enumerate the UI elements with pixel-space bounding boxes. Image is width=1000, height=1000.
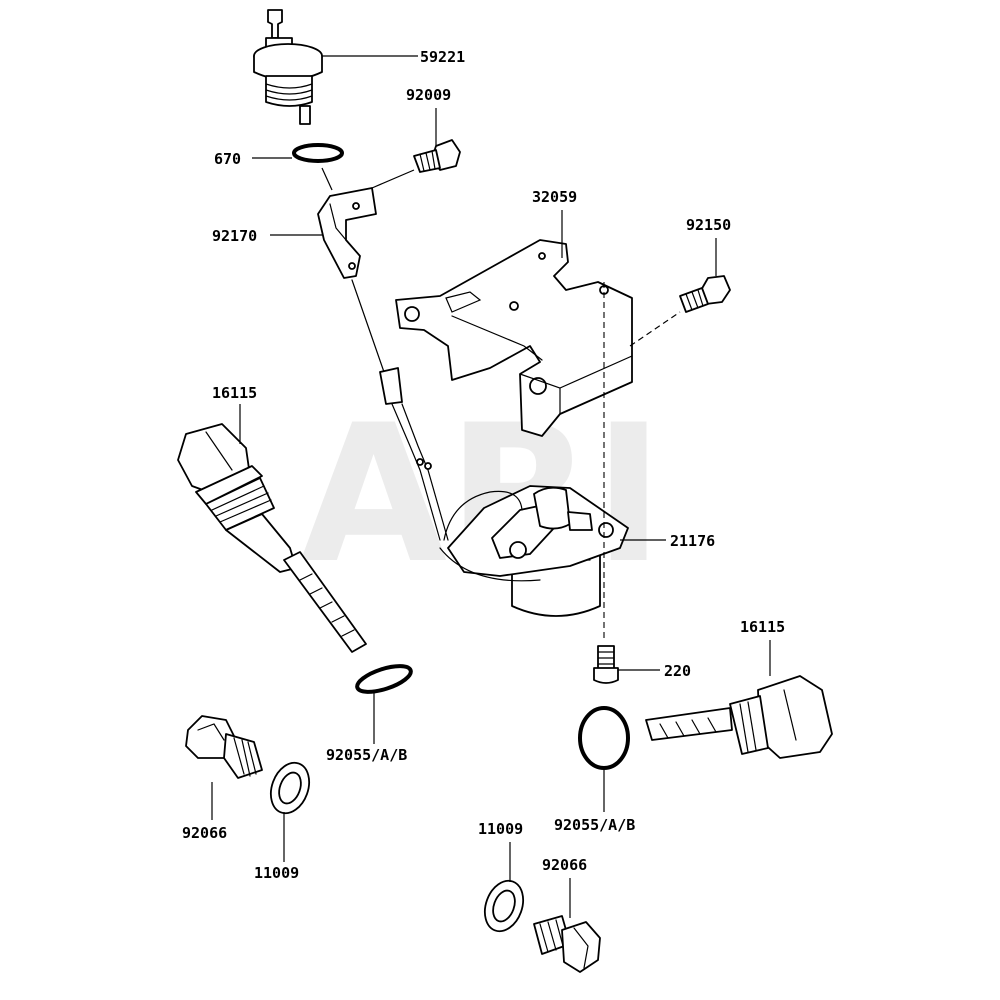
part-92055-o-ring-left bbox=[355, 664, 413, 694]
part-92066-plug-left bbox=[185, 715, 263, 779]
part-16115-dipstick-left bbox=[177, 423, 367, 653]
part-92055-o-ring-right bbox=[578, 706, 630, 770]
label-59221: 59221 bbox=[420, 48, 465, 66]
label-92055-left: 92055/A/B bbox=[326, 746, 407, 764]
leader-lines bbox=[211, 55, 771, 918]
assembly-lines bbox=[603, 282, 681, 640]
part-16115-dipstick-right bbox=[645, 675, 833, 759]
label-16115-left: 16115 bbox=[212, 384, 257, 402]
label-220: 220 bbox=[664, 662, 691, 680]
label-670: 670 bbox=[214, 150, 241, 168]
label-92066-left: 92066 bbox=[182, 824, 227, 842]
label-92170: 92170 bbox=[212, 227, 257, 245]
part-670-o-ring bbox=[292, 143, 344, 163]
part-92150-bolt bbox=[679, 275, 731, 313]
part-32059-bracket bbox=[395, 239, 633, 437]
label-92009: 92009 bbox=[406, 86, 451, 104]
part-92170-bracket bbox=[317, 187, 377, 279]
part-labels: 59221 92009 670 92170 32059 92150 16115 … bbox=[182, 48, 785, 882]
label-32059: 32059 bbox=[532, 188, 577, 206]
label-16115-right: 16115 bbox=[740, 618, 785, 636]
part-21176-switch bbox=[439, 485, 629, 617]
label-11009-left: 11009 bbox=[254, 864, 299, 882]
label-92066-right: 92066 bbox=[542, 856, 587, 874]
part-92066-plug-right bbox=[533, 915, 601, 973]
part-59221-fitting bbox=[253, 9, 323, 125]
part-220-screw bbox=[593, 645, 619, 684]
part-92009-bolt bbox=[413, 139, 461, 173]
label-11009-right: 11009 bbox=[478, 820, 523, 838]
label-92055-right: 92055/A/B bbox=[554, 816, 635, 834]
label-21176: 21176 bbox=[670, 532, 715, 550]
part-11009-washer-right bbox=[483, 879, 525, 933]
sensor-wire bbox=[351, 279, 449, 541]
part-11009-washer-left bbox=[269, 761, 311, 815]
label-92150: 92150 bbox=[686, 216, 731, 234]
